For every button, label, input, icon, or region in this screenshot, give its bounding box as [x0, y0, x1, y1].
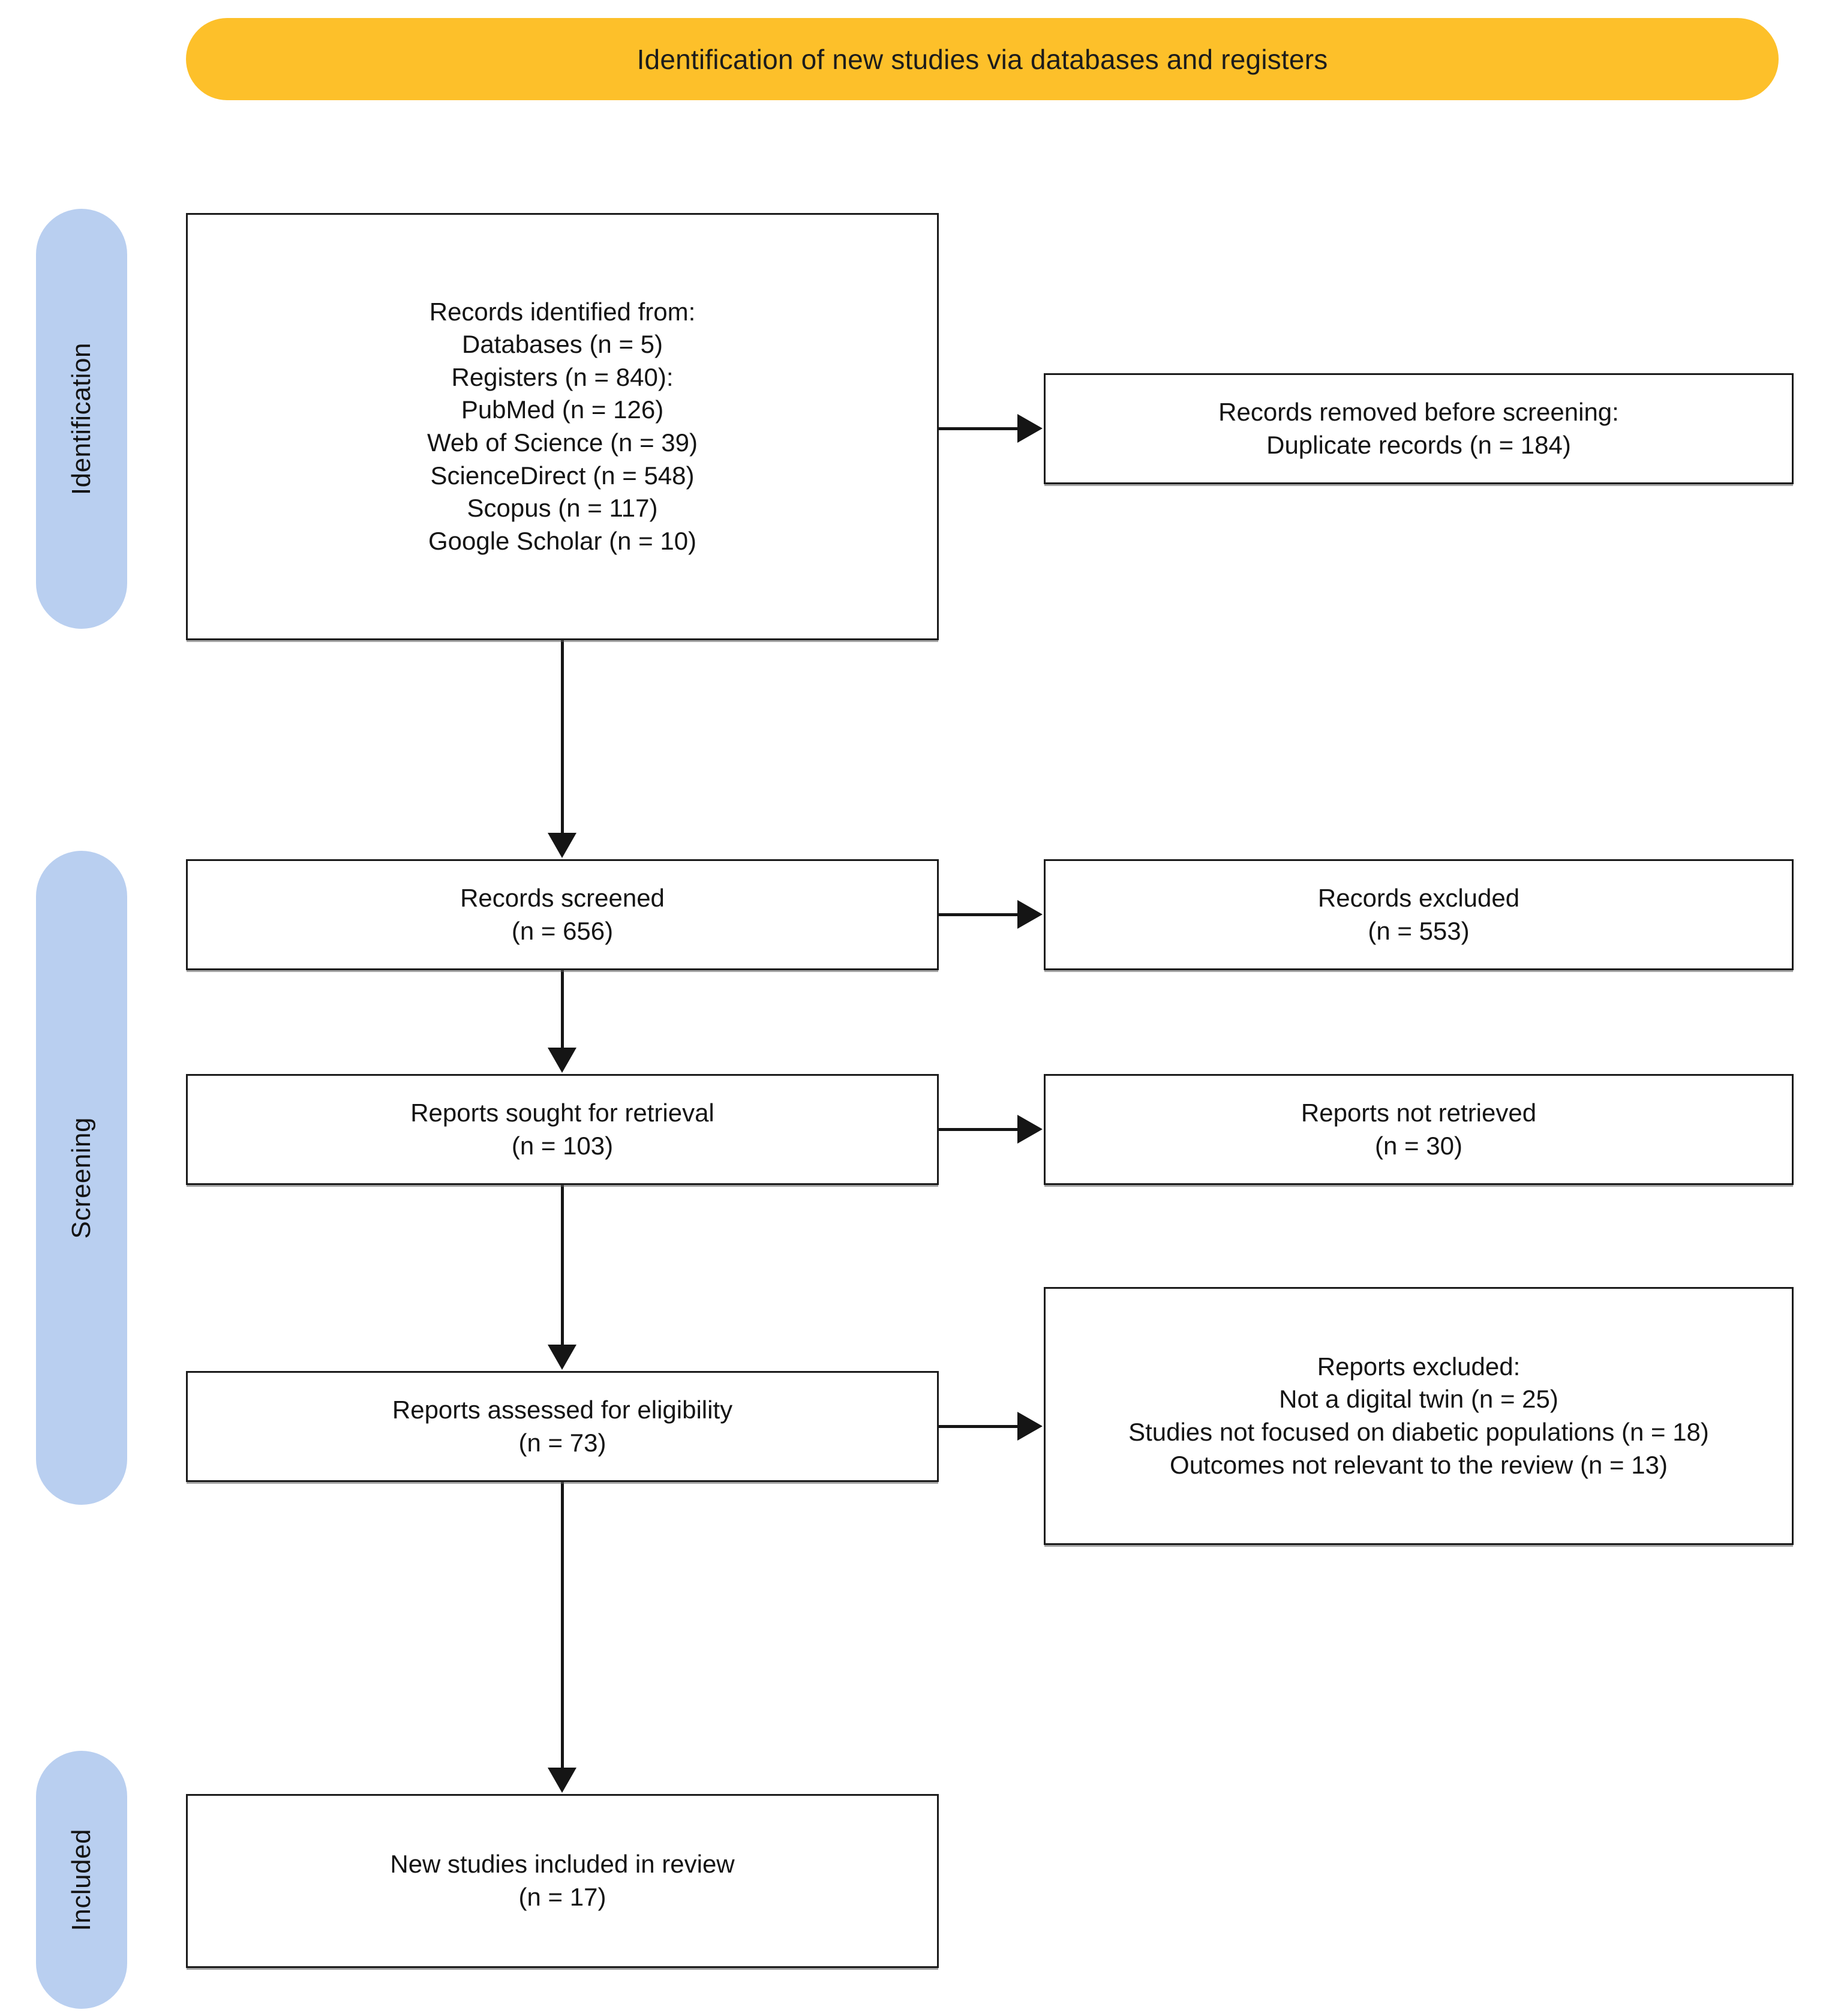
connector-sought-to-not-retrieved	[939, 1128, 1019, 1131]
box-line: Not a digital twin (n = 25)	[1279, 1385, 1558, 1414]
box-line: Scopus (n = 117)	[467, 494, 658, 523]
connector-screened-to-sought	[561, 970, 564, 1049]
box-line: (n = 656)	[511, 916, 614, 945]
connector-identified-to-removed	[939, 427, 1019, 430]
box-records-screened: Records screened (n = 656)	[186, 859, 939, 970]
box-line: Registers (n = 840):	[451, 362, 674, 391]
arrowhead-identified-to-screened	[548, 833, 576, 858]
box-line: (n = 17)	[518, 1883, 606, 1911]
box-line: (n = 30)	[1375, 1131, 1462, 1160]
box-line: (n = 103)	[511, 1131, 614, 1160]
connector-screened-to-excluded-records	[939, 913, 1019, 916]
box-line: (n = 553)	[1368, 916, 1470, 945]
arrowhead-identified-to-removed	[1017, 414, 1043, 443]
box-line: Reports excluded:	[1317, 1352, 1521, 1381]
arrowhead-sought-to-not-retrieved	[1017, 1115, 1043, 1144]
box-reports-not-retrieved: Reports not retrieved (n = 30)	[1044, 1074, 1794, 1185]
box-line: Records identified from:	[429, 297, 696, 326]
arrowhead-screened-to-excluded-records	[1017, 900, 1043, 929]
arrowhead-assessed-to-excluded-reports	[1017, 1412, 1043, 1441]
stage-rail-identification: Identification	[36, 209, 127, 629]
diagram-banner: Identification of new studies via databa…	[186, 18, 1779, 100]
arrowhead-screened-to-sought	[548, 1048, 576, 1073]
arrowhead-sought-to-assessed	[548, 1345, 576, 1370]
box-records-excluded: Records excluded (n = 553)	[1044, 859, 1794, 970]
connector-sought-to-assessed	[561, 1185, 564, 1346]
banner-title: Identification of new studies via databa…	[636, 43, 1328, 75]
box-line: ScienceDirect (n = 548)	[430, 461, 695, 490]
connector-identified-to-screened	[561, 640, 564, 834]
box-line: Records removed before screening:	[1218, 397, 1619, 426]
box-line: PubMed (n = 126)	[461, 395, 664, 424]
stage-rail-screening: Screening	[36, 851, 127, 1505]
stage-label-screening: Screening	[67, 1117, 96, 1239]
connector-assessed-to-included	[561, 1482, 564, 1769]
box-records-removed: Records removed before screening: Duplic…	[1044, 373, 1794, 484]
box-line: (n = 73)	[518, 1428, 606, 1457]
box-reports-assessed: Reports assessed for eligibility (n = 73…	[186, 1371, 939, 1482]
box-line: Reports assessed for eligibility	[392, 1395, 733, 1424]
stage-label-included: Included	[67, 1828, 96, 1931]
box-line: Web of Science (n = 39)	[427, 428, 698, 457]
box-line: Reports not retrieved	[1301, 1098, 1537, 1127]
box-line: New studies included in review	[390, 1850, 735, 1879]
box-line: Reports sought for retrieval	[410, 1098, 714, 1127]
box-line: Duplicate records (n = 184)	[1266, 430, 1571, 459]
box-line: Outcomes not relevant to the review (n =…	[1170, 1450, 1668, 1479]
box-reports-excluded: Reports excluded: Not a digital twin (n …	[1044, 1287, 1794, 1545]
box-line: Studies not focused on diabetic populati…	[1128, 1418, 1709, 1446]
box-records-identified: Records identified from: Databases (n = …	[186, 213, 939, 640]
stage-rail-included: Included	[36, 1751, 127, 2009]
arrowhead-assessed-to-included	[548, 1768, 576, 1793]
box-line: Google Scholar (n = 10)	[428, 526, 697, 555]
box-studies-included: New studies included in review (n = 17)	[186, 1794, 939, 1968]
box-line: Records screened	[460, 883, 665, 912]
stage-label-identification: Identification	[67, 342, 96, 496]
box-line: Records excluded	[1317, 883, 1520, 912]
box-line: Databases (n = 5)	[461, 330, 663, 359]
box-reports-sought: Reports sought for retrieval (n = 103)	[186, 1074, 939, 1185]
connector-assessed-to-excluded-reports	[939, 1425, 1019, 1428]
